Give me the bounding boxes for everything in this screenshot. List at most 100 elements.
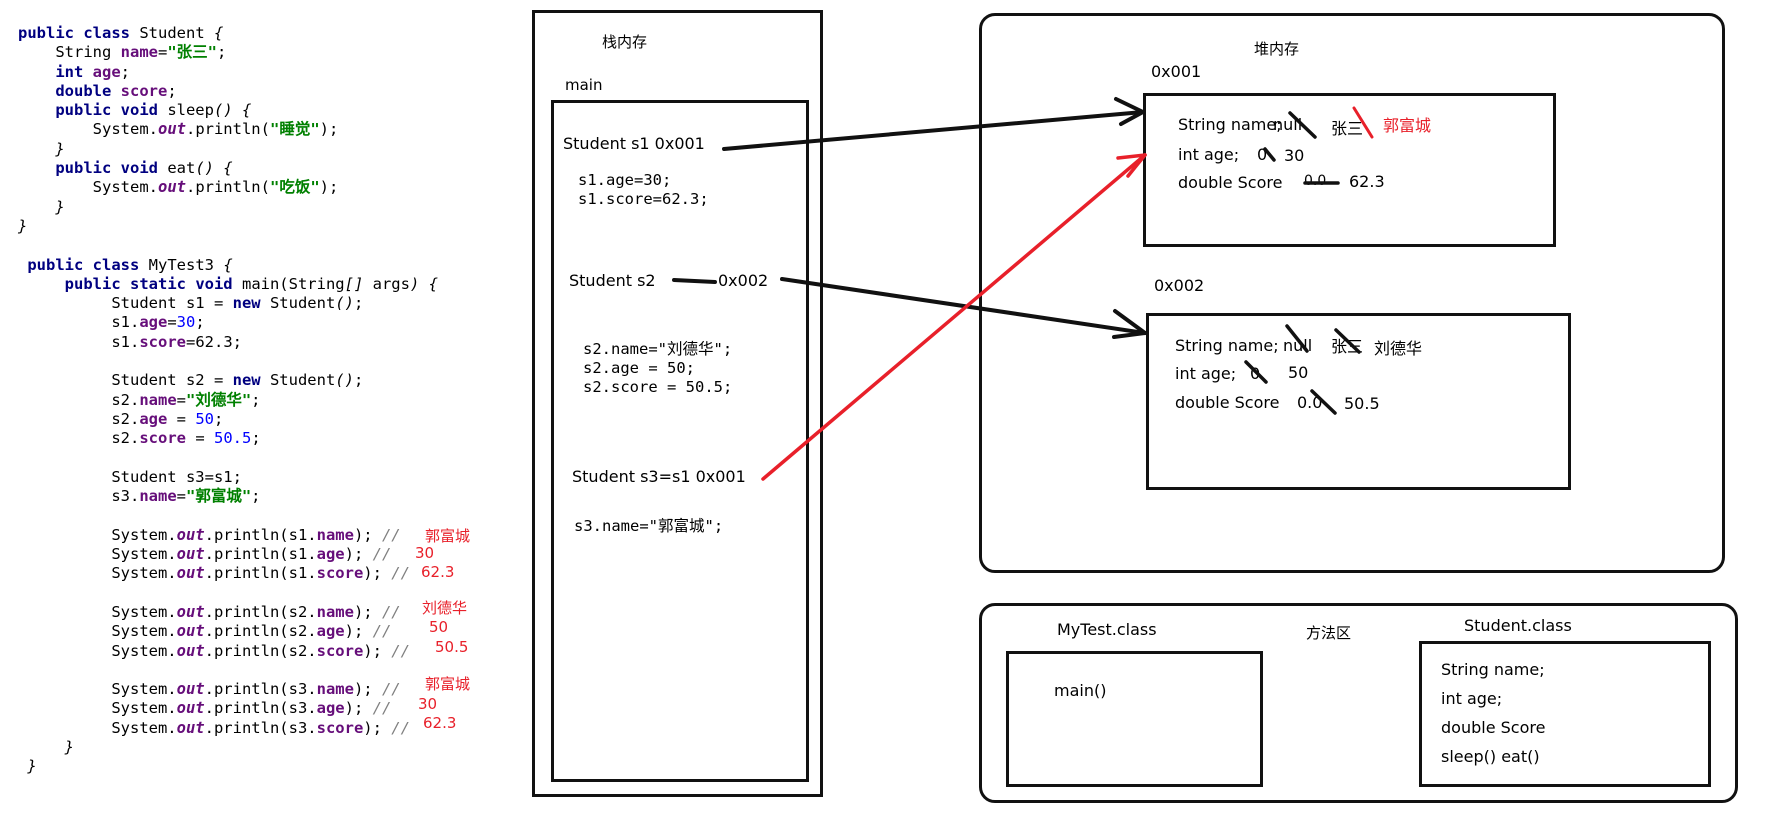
code-token: ); — [344, 622, 373, 641]
code-token: out — [176, 718, 205, 737]
code-token: .println(s2. — [204, 641, 317, 660]
object2-score-field: double Score — [1175, 393, 1280, 412]
code-line: } — [18, 217, 498, 236]
code-token: out — [176, 525, 205, 544]
annotation-s2-age: 50 — [429, 618, 449, 636]
object2-box — [1146, 313, 1571, 490]
code-line: s1.score=62.3; — [18, 333, 498, 352]
code-token: name — [120, 43, 158, 62]
code-token: System. — [18, 622, 177, 641]
code-token — [18, 63, 55, 81]
code-line: public class Student { — [18, 24, 498, 43]
code-token: name — [316, 680, 354, 699]
code-token: "睡觉" — [269, 120, 320, 139]
code-line — [18, 449, 498, 468]
code-line — [18, 236, 498, 255]
code-token: double — [55, 81, 121, 100]
code-token: { — [223, 255, 233, 274]
code-token: // — [381, 680, 401, 699]
student-member-1: String name; — [1441, 660, 1545, 679]
code-token: System. — [18, 525, 177, 544]
code-token: score — [139, 429, 186, 448]
code-line: s2.age = 50; — [18, 410, 498, 429]
code-token: // — [391, 564, 410, 583]
annotation-s1-score: 62.3 — [421, 563, 455, 581]
code-token: System. — [18, 641, 177, 660]
code-token: "刘德华" — [186, 390, 252, 409]
code-token: } — [18, 139, 65, 158]
code-token — [18, 275, 65, 293]
code-token: out — [176, 680, 205, 699]
code-token: [] — [344, 274, 373, 293]
code-token: ; — [251, 390, 261, 409]
student-member-2: int age; — [1441, 689, 1503, 708]
object2-score-old: 0.0 — [1297, 393, 1323, 412]
annotation-s2-score: 50.5 — [435, 638, 469, 656]
code-line: s2.score = 50.5; — [18, 429, 498, 448]
code-token: ); — [353, 525, 382, 544]
code-line: public class MyTest3 { — [18, 256, 498, 275]
code-token: "张三" — [167, 43, 217, 62]
code-token: ); — [344, 699, 373, 718]
code-token: ; — [120, 62, 130, 81]
code-token: // — [372, 545, 392, 564]
code-line: System.out.println(s3.name); // — [18, 680, 498, 699]
s2-declaration: Student s2 — [569, 271, 656, 290]
code-line: int age; — [18, 63, 498, 82]
code-token: System. — [18, 680, 177, 699]
s3-code-line: s3.name="郭富城"; — [574, 517, 724, 535]
object1-score-old: 0.0 — [1304, 173, 1327, 189]
code-line — [18, 506, 498, 525]
code-token: s1. — [18, 332, 140, 351]
code-panel: public class Student { String name="张三";… — [18, 24, 498, 777]
mytest-main-method: main() — [1054, 681, 1107, 700]
code-token: score — [139, 332, 186, 351]
s1-code-line-2: s1.score=62.3; — [578, 190, 709, 208]
code-token: s3. — [18, 487, 140, 506]
code-token: age — [316, 545, 345, 564]
code-token: public void — [55, 101, 168, 120]
code-token: out — [176, 622, 205, 641]
stack-title: 栈内存 — [602, 33, 648, 51]
object1-age-new: 30 — [1284, 146, 1305, 165]
s2-address: 0x002 — [718, 271, 769, 290]
object2-name-old-zhangsan: 张三 — [1331, 337, 1364, 356]
code-token: .println(s3. — [204, 699, 317, 718]
code-token: ; — [214, 409, 224, 428]
code-line: System.out.println(s1.name); // — [18, 526, 498, 545]
code-line: System.out.println(s3.score); // — [18, 719, 498, 738]
code-line: System.out.println(s2.score); // — [18, 642, 498, 661]
student-class-box — [1419, 641, 1711, 787]
mytest-class-box — [1006, 651, 1263, 787]
code-token: = — [176, 487, 186, 506]
s2-code-line-3: s2.score = 50.5; — [583, 378, 733, 396]
code-token: ); — [353, 680, 382, 699]
code-token: score — [316, 641, 364, 660]
code-line: } — [18, 757, 498, 776]
code-token: ; — [217, 43, 227, 62]
code-token: { — [213, 24, 224, 42]
code-token: age — [139, 409, 168, 428]
object2-address: 0x002 — [1154, 276, 1205, 295]
code-line: } — [18, 738, 498, 757]
code-token: s1. — [18, 313, 140, 332]
code-token — [18, 82, 55, 100]
code-token: .println( — [185, 120, 270, 139]
code-line: } — [18, 198, 498, 217]
code-token: System. — [18, 699, 177, 718]
code-token: System. — [18, 120, 158, 139]
code-token: .println(s2. — [204, 602, 317, 621]
main-frame-label: main — [565, 76, 603, 94]
code-token: score — [120, 81, 168, 100]
code-line: System.out.println("睡觉"); — [18, 120, 498, 139]
code-token: age — [92, 62, 121, 81]
object2-name-field: String name; — [1175, 336, 1279, 355]
code-token: () { — [213, 101, 252, 120]
code-token: s2. — [18, 429, 140, 448]
code-token: () — [335, 371, 354, 390]
code-token: out — [176, 641, 205, 660]
object1-name-old-null: null — [1273, 115, 1303, 134]
code-token: = — [157, 43, 168, 62]
code-token — [18, 101, 55, 119]
code-token: ); — [353, 602, 382, 621]
